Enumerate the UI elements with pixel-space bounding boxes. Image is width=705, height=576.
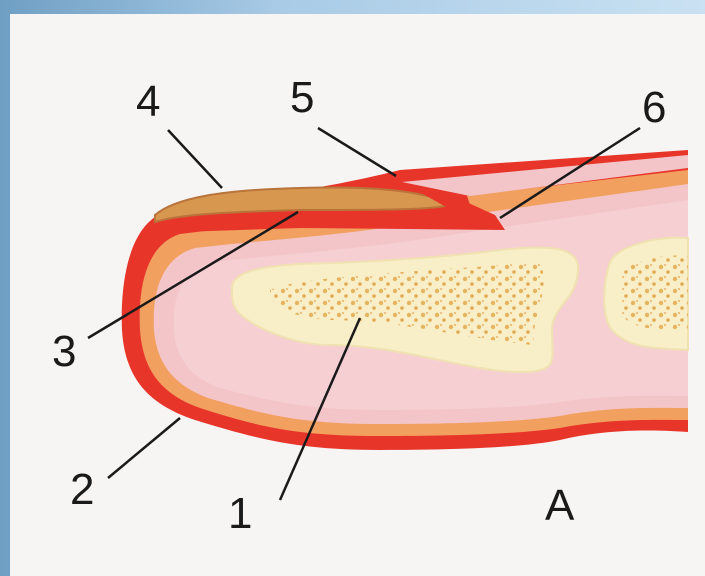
leader-line-2: [108, 418, 180, 478]
label-1: 1: [228, 492, 252, 536]
leader-line-4: [168, 130, 222, 188]
label-5: 5: [290, 76, 314, 120]
label-3: 3: [52, 330, 76, 374]
label-6: 6: [642, 86, 666, 130]
panel-label: A: [545, 484, 574, 528]
label-4: 4: [136, 80, 160, 124]
label-2: 2: [70, 468, 94, 512]
leader-line-5: [318, 128, 396, 176]
